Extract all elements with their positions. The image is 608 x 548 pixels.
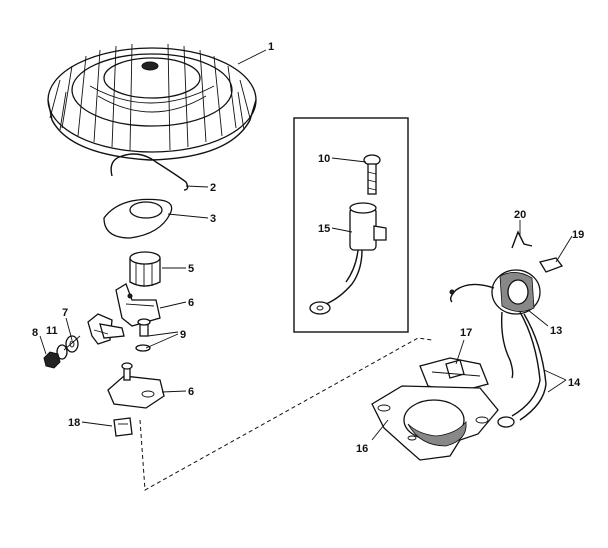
bracket-upper-part [115,283,161,327]
bracket-lower-part [107,362,165,409]
cam-part [129,251,161,287]
magnet-block-part [538,257,564,273]
label-stator-plate: 16 [356,443,368,455]
coil-part [449,269,541,379]
screw-washer-part [135,318,151,352]
clip-part [113,417,133,437]
label-points-box: 17 [460,327,472,339]
leader-lines [39,49,573,441]
wire-clip-part [511,230,533,249]
label-bracket-lower: 6 [188,386,194,398]
label-nut: 8 [32,327,38,339]
label-condenser: 15 [318,223,330,235]
label-leads: 14 [568,377,581,389]
leads-part [497,311,547,428]
label-magnet-block: 19 [572,229,584,241]
condenser-frame [293,117,409,333]
label-bracket-upper: 6 [188,297,194,309]
bolt-part [363,154,381,195]
connection-dashed-line [139,337,433,491]
cam-cover-part [103,198,173,239]
stator-plate-part [371,385,499,461]
label-cam-cover: 3 [210,213,216,225]
flywheel-part [47,43,257,161]
label-spring: 2 [210,182,216,194]
breaker-points-part [87,313,125,345]
label-washer: 7 [62,307,68,319]
nut-part [43,351,61,369]
label-wire-clip: 20 [514,209,526,221]
condenser-part [309,202,387,315]
points-box-part [419,357,489,393]
label-lock-washer: 11 [46,325,58,337]
label-bolt: 10 [318,153,330,165]
label-clip: 18 [68,417,80,429]
label-screw-washer: 9 [180,329,186,341]
label-flywheel: 1 [268,41,274,53]
label-coil: 13 [550,325,562,337]
lock-washer-part [56,344,68,360]
label-cam: 5 [188,263,194,275]
